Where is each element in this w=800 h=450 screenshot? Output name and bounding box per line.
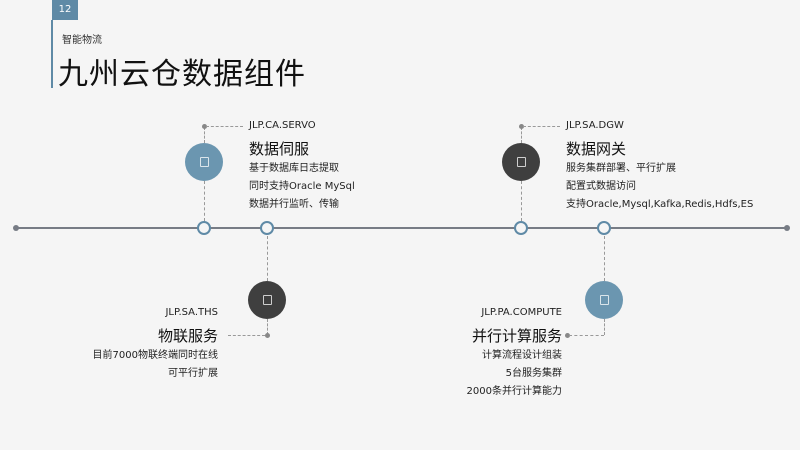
component-code: JLP.PA.COMPUTE (481, 307, 562, 318)
connector-line (604, 319, 605, 335)
connector-line (569, 335, 604, 336)
component-circle-compute (585, 281, 623, 319)
component-code: JLP.SA.THS (165, 307, 218, 318)
connector-line (204, 181, 205, 221)
description-line: 目前7000物联终端同时在线 (92, 350, 218, 361)
component-title: 数据网关 (566, 140, 627, 158)
square-icon (199, 157, 209, 167)
timeline-node-dgw (514, 221, 528, 235)
square-icon (516, 157, 526, 167)
component-description: 目前7000物联终端同时在线 可平行扩展 (93, 347, 218, 383)
connector-line (228, 335, 265, 336)
connector-dot (519, 124, 524, 129)
page-number: 12 (52, 0, 78, 20)
timeline-start-dot (13, 225, 19, 231)
connector-line (204, 127, 205, 143)
connector-dot (265, 333, 270, 338)
description-line: 可平行扩展 (168, 368, 218, 379)
connector-line (604, 236, 605, 281)
component-description: 基于数据库日志提取 同时支持Oracle MySql 数据并行监听、传输 (249, 160, 355, 214)
title-accent-bar (51, 20, 53, 88)
description-line: 计算流程设计组装 (482, 350, 562, 361)
connector-line (267, 319, 268, 335)
component-title: 物联服务 (157, 327, 218, 345)
connector-dot (565, 333, 570, 338)
square-icon (262, 295, 272, 305)
connector-line (206, 126, 243, 127)
description-line: 配置式数据访问 (566, 181, 636, 192)
connector-line (521, 181, 522, 221)
description-line: 服务集群部署、平行扩展 (566, 163, 676, 174)
component-code: JLP.SA.DGW (566, 120, 624, 131)
timeline-node-ths (260, 221, 274, 235)
timeline-line (16, 227, 786, 229)
page-title: 九州云仓数据组件 (58, 57, 306, 92)
component-description: 计算流程设计组装 5台服务集群 2000条并行计算能力 (467, 347, 562, 401)
component-circle-servo (185, 143, 223, 181)
connector-line (523, 126, 560, 127)
description-line: 5台服务集群 (505, 368, 562, 379)
description-line: 支持Oracle,Mysql,Kafka,Redis,Hdfs,ES (566, 199, 754, 210)
component-description: 服务集群部署、平行扩展 配置式数据访问 支持Oracle,Mysql,Kafka… (566, 160, 753, 214)
timeline-node-compute (597, 221, 611, 235)
connector-line (267, 236, 268, 281)
timeline-node-servo (197, 221, 211, 235)
component-circle-dgw (502, 143, 540, 181)
connector-dot (202, 124, 207, 129)
timeline-end-dot (784, 225, 790, 231)
page-subtitle: 智能物流 (62, 35, 102, 46)
square-icon (599, 295, 609, 305)
component-title: 并行计算服务 (471, 327, 562, 345)
description-line: 同时支持Oracle MySql (249, 181, 355, 192)
description-line: 2000条并行计算能力 (466, 386, 562, 397)
component-circle-ths (248, 281, 286, 319)
connector-line (521, 127, 522, 143)
description-line: 基于数据库日志提取 (249, 163, 339, 174)
description-line: 数据并行监听、传输 (249, 199, 339, 210)
component-code: JLP.CA.SERVO (249, 120, 316, 131)
component-title: 数据伺服 (249, 140, 310, 158)
